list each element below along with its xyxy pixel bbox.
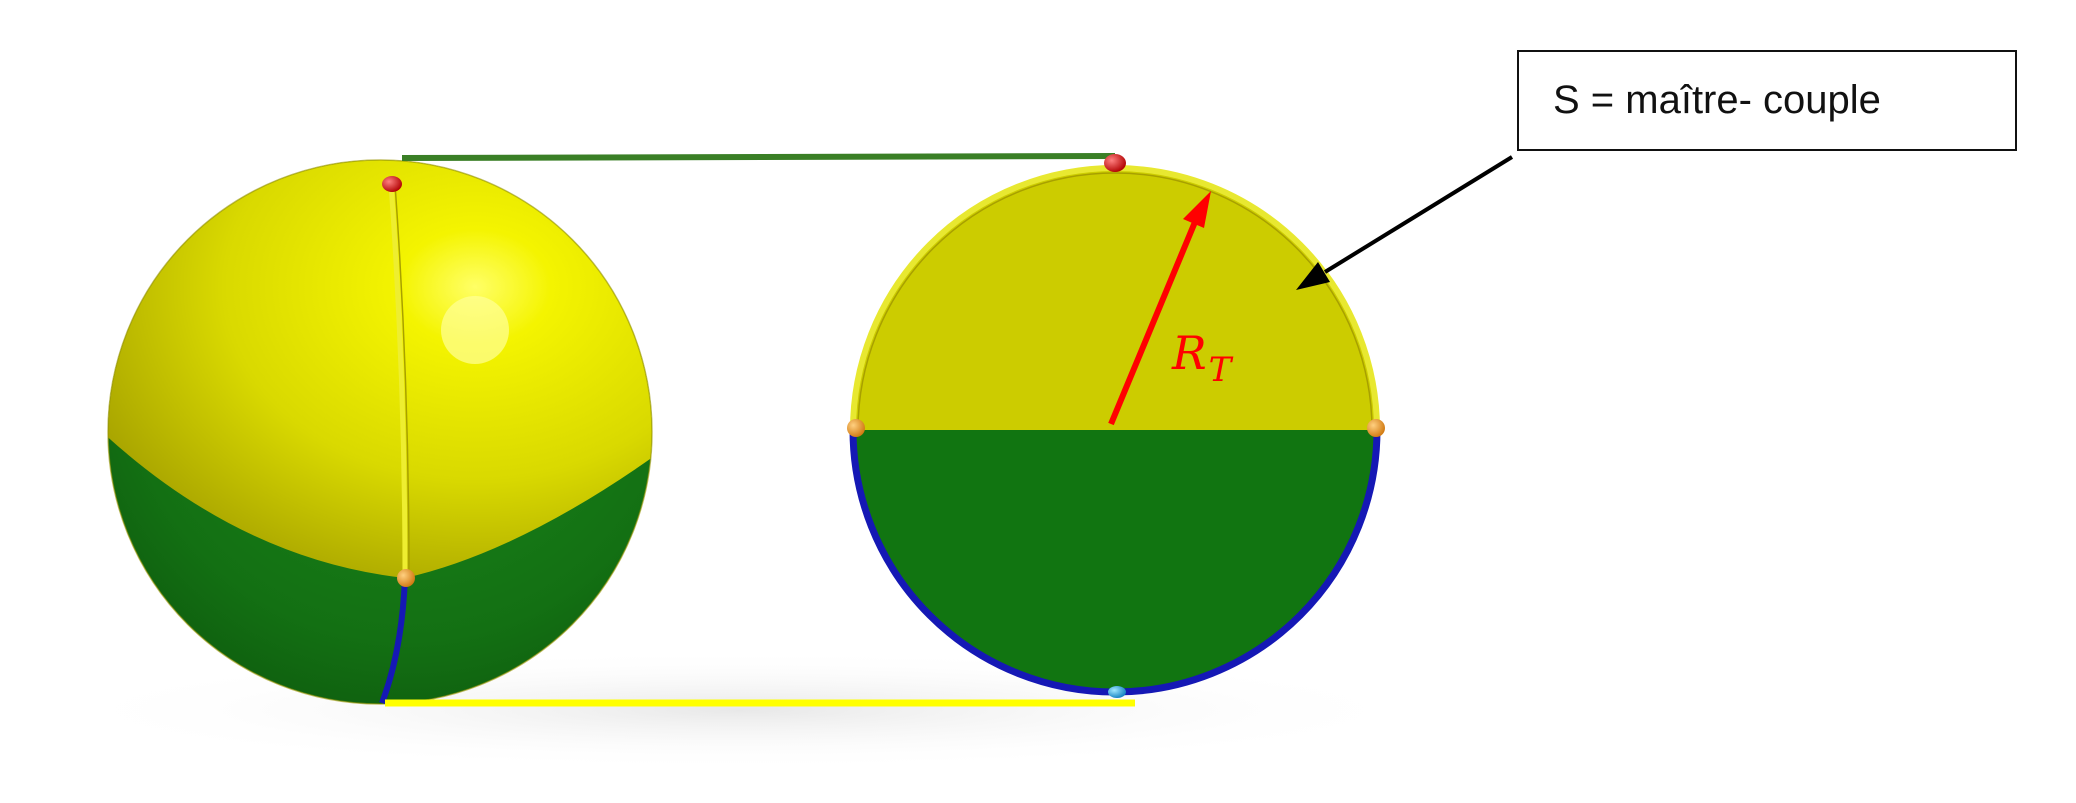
- radius-symbol: R: [1172, 326, 1207, 380]
- sphere-meridian-yellow-edge: [394, 183, 410, 579]
- radius-label: RT: [1172, 330, 1231, 387]
- radius-arrow: [1108, 191, 1211, 426]
- disc-lower-half: [853, 430, 1377, 692]
- sphere-north-pole-marker: [382, 176, 402, 192]
- disc-upper-half: [853, 168, 1377, 430]
- sphere-meridian-blue: [379, 577, 408, 705]
- sphere-3d: [107, 159, 653, 705]
- disc-south-pole-marker: [1108, 686, 1126, 698]
- radius-subscript: T: [1208, 350, 1232, 390]
- pointer-arrow: [1296, 155, 1514, 290]
- sphere-equator-marker: [397, 569, 415, 587]
- cross-section-disc: [847, 154, 1385, 698]
- disc-rim-upper-shadow: [857, 172, 1373, 431]
- annotation-text: S = maître- couple: [1553, 78, 1881, 122]
- disc-equator-marker-left: [847, 419, 865, 437]
- disc-equator-marker-right: [1367, 419, 1385, 437]
- sphere-upper-yellow: [108, 160, 652, 578]
- annotation-box: S = maître- couple: [1517, 50, 2017, 151]
- top-guide-line: [401, 153, 1116, 161]
- sphere-outline: [107, 159, 653, 705]
- disc-north-pole-marker: [1104, 154, 1126, 172]
- sphere-meridian-yellow: [388, 183, 408, 579]
- sphere-highlight: [441, 296, 509, 364]
